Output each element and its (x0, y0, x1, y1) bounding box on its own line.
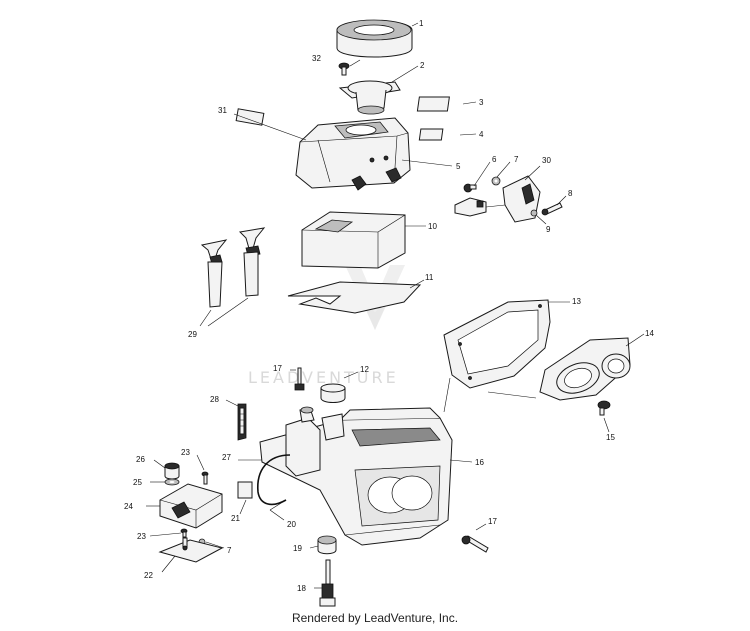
callout-6: 6 (492, 155, 497, 164)
callout-17-lower: 17 (488, 517, 497, 526)
part-2-adapter (338, 80, 401, 115)
callout-23-upper: 23 (181, 448, 190, 457)
callout-32: 32 (312, 54, 321, 63)
part-1-foam-ring (336, 19, 413, 58)
part-3-label (416, 96, 450, 112)
callout-18: 18 (297, 584, 306, 593)
callout-16: 16 (475, 458, 484, 467)
part-24-module (159, 483, 223, 529)
callout-8: 8 (568, 189, 573, 198)
callout-17-upper: 17 (273, 364, 282, 373)
part-16-airbox-base (259, 406, 453, 546)
callout-26: 26 (136, 455, 145, 464)
part-18-sensor (319, 559, 336, 607)
part-4-label (418, 128, 444, 141)
part-17-bolt-upper (294, 367, 305, 391)
part-25-washer (164, 478, 180, 486)
footer-credit: Rendered by LeadVenture, Inc. (291, 611, 459, 625)
callout-23-lower: 23 (137, 532, 146, 541)
part-29-intake-horns (200, 227, 266, 308)
callout-2: 2 (420, 61, 425, 70)
callout-22: 22 (144, 571, 153, 580)
callout-30: 30 (542, 156, 551, 165)
part-31-label (235, 108, 265, 126)
part-23-screw-lower (180, 528, 188, 538)
callout-9: 9 (546, 225, 551, 234)
part-21-label (237, 481, 253, 499)
part-17-bolt-lower (461, 535, 489, 553)
part-32-screw (338, 62, 350, 76)
callout-12: 12 (360, 365, 369, 374)
part-6-screw (463, 183, 477, 193)
callout-11: 11 (425, 273, 434, 282)
part-13-plate (443, 299, 551, 389)
part-23-screw-upper (201, 471, 209, 485)
watermark-text: LEADVENTURE (248, 368, 399, 387)
callout-4: 4 (479, 130, 484, 139)
part-28-strap (237, 403, 247, 441)
callout-14: 14 (645, 329, 654, 338)
part-5-airbox-cover (295, 117, 411, 191)
part-14-intake-duct (539, 337, 631, 401)
callout-1: 1 (419, 19, 424, 28)
part-27-hose (257, 454, 291, 506)
callout-20: 20 (287, 520, 296, 529)
callout-labels: 1 32 2 3 31 4 5 6 7 30 8 9 10 11 13 14 2… (124, 19, 654, 593)
part-12-cap (320, 383, 346, 403)
leader-lines (146, 22, 645, 589)
callout-25: 25 (133, 478, 142, 487)
callout-7-lower: 7 (227, 546, 232, 555)
part-11-gasket (287, 281, 422, 314)
part-9-washer (530, 209, 538, 217)
callout-21: 21 (231, 514, 240, 523)
part-15-screw (597, 400, 611, 416)
part-10-air-filter (301, 211, 406, 269)
callout-5: 5 (456, 162, 461, 171)
callout-19: 19 (293, 544, 302, 553)
callout-15: 15 (606, 433, 615, 442)
callout-7-upper: 7 (514, 155, 519, 164)
callout-3: 3 (479, 98, 484, 107)
part-26-grommet (164, 462, 180, 480)
part-19-plug (317, 535, 337, 555)
callout-13: 13 (572, 297, 581, 306)
callout-29: 29 (188, 330, 197, 339)
callout-28: 28 (210, 395, 219, 404)
callout-31: 31 (218, 106, 227, 115)
callout-10: 10 (428, 222, 437, 231)
callout-27: 27 (222, 453, 231, 462)
part-22-bracket (158, 537, 224, 563)
part-7-nut (491, 176, 501, 186)
part-30-latch (454, 175, 541, 223)
part-8-screw (541, 202, 563, 216)
callout-24: 24 (124, 502, 133, 511)
